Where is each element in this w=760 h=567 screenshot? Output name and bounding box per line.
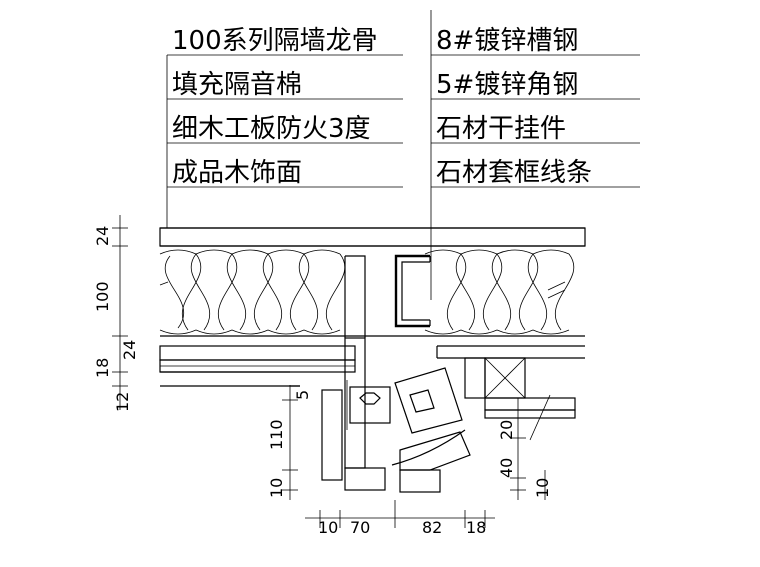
dim-bottom-82: 82: [422, 518, 442, 537]
dim-18: 18: [93, 358, 112, 378]
right-dimension-chain: 20 40 10: [497, 398, 552, 500]
label-acoustic-wool: 填充隔音棉: [172, 70, 302, 100]
bottom-dimension-chain: 10 70 82 18: [305, 500, 495, 537]
insulation-pattern: [159, 249, 575, 335]
label-wood-veneer: 成品木饰面: [172, 158, 302, 188]
label-stone-frame: 石材套框线条: [436, 158, 592, 188]
dim-24-top: 24: [93, 226, 112, 246]
label-channel-steel: 8#镀锌槽钢: [436, 26, 578, 56]
dim-10-left: 10: [267, 478, 286, 498]
dim-bottom-70: 70: [350, 518, 370, 537]
right-labels: 8#镀锌槽钢 5#镀锌角钢 石材干挂件 石材套框线条: [436, 26, 592, 188]
wall-section: [159, 227, 586, 493]
dim-12: 12: [113, 392, 132, 412]
dim-24-mid: 24: [120, 340, 139, 360]
dim-bottom-10: 10: [318, 518, 338, 537]
dim-bottom-18: 18: [466, 518, 486, 537]
dim-right-20: 20: [497, 420, 516, 440]
dim-right-10: 10: [533, 478, 552, 498]
dim-5: 5: [293, 390, 312, 400]
dim-110: 110: [267, 419, 286, 450]
left-labels: 100系列隔墙龙骨 填充隔音棉 细木工板防火3度 成品木饰面: [172, 26, 378, 188]
label-angle-steel: 5#镀锌角钢: [436, 70, 578, 100]
label-blockboard: 细木工板防火3度: [172, 114, 371, 144]
dim-right-40: 40: [497, 458, 516, 478]
left-dimension-chain: 24 100 18 24 12 5 110 10: [93, 215, 312, 500]
label-stone-hanger: 石材干挂件: [436, 114, 566, 144]
label-partition-keel: 100系列隔墙龙骨: [172, 26, 378, 56]
dim-100: 100: [93, 281, 112, 312]
